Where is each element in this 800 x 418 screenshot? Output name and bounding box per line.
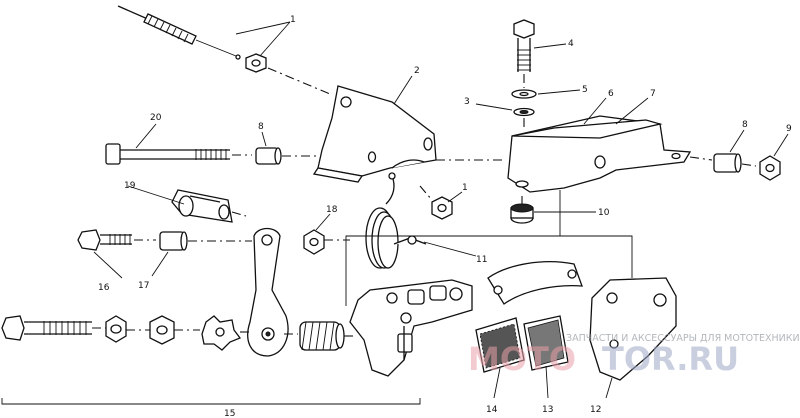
callout-7: 7 [650,89,656,99]
watermark-brand-left: MOTO [468,340,576,378]
callout-1-mid: 1 [462,183,468,193]
flat-washer [511,89,537,99]
callout-8-right: 8 [742,120,748,130]
upper-bracket [507,115,692,193]
callout-20: 20 [150,113,162,123]
callout-15: 15 [224,409,235,418]
long-screw [1,315,92,341]
callout-10: 10 [598,208,610,218]
brake-pad-14 [475,317,525,373]
pivot-spacer [159,231,188,251]
callout-4: 4 [568,39,574,49]
callout-labels: 1 2 3 4 5 6 7 8 8 9 10 11 12 13 14 15 16… [98,15,792,418]
lock-washer [105,315,127,343]
curved-plate [487,261,583,305]
bushing [510,203,534,224]
callout-6: 6 [608,89,614,99]
mounting-plate [589,277,677,381]
callout-12: 12 [590,405,601,415]
brake-pad-13 [523,315,569,371]
return-spring [365,172,427,269]
lock-washer-top [513,107,535,117]
callout-3: 3 [464,97,470,107]
watermark-brand-right: TOR.RU [602,340,739,378]
pivot-bolt [77,229,132,251]
top-bolt [513,19,535,72]
callout-18: 18 [326,205,338,215]
leader-lines [1,21,789,405]
assembly-outline [345,235,633,306]
callout-1-top: 1 [290,15,296,25]
watermark-tagline: ЗАПЧАСТИ И АКСЕССУАРЫ ДЛЯ МОТОТЕХНИКИ [566,333,800,344]
throttle-cable [117,5,241,60]
right-nut [759,155,781,181]
carburetor-housing [349,279,473,377]
bracket-nut [431,196,453,220]
callout-8-left: 8 [258,122,264,132]
watermark: ЗАПЧАСТИ И АКСЕССУАРЫ ДЛЯ МОТОТЕХНИКИ MO… [468,333,800,378]
lever-nut [303,229,325,255]
cable-clamp [171,189,233,223]
star-washer [201,315,242,351]
callout-5: 5 [582,85,588,95]
spacer-left [255,147,282,165]
worm-gear [299,321,345,351]
callout-17: 17 [138,281,149,291]
callout-19: 19 [124,181,136,191]
callout-2: 2 [414,66,420,76]
callout-14: 14 [486,405,498,415]
throttle-lever [247,227,289,357]
callout-11: 11 [476,255,487,265]
callout-9: 9 [786,124,792,134]
callout-16: 16 [98,283,110,293]
bracket [312,85,437,183]
cable-nut [245,53,267,73]
hex-nut [149,315,175,345]
callout-13: 13 [542,405,553,415]
spacer-right [713,153,742,173]
long-bolt [105,143,230,165]
